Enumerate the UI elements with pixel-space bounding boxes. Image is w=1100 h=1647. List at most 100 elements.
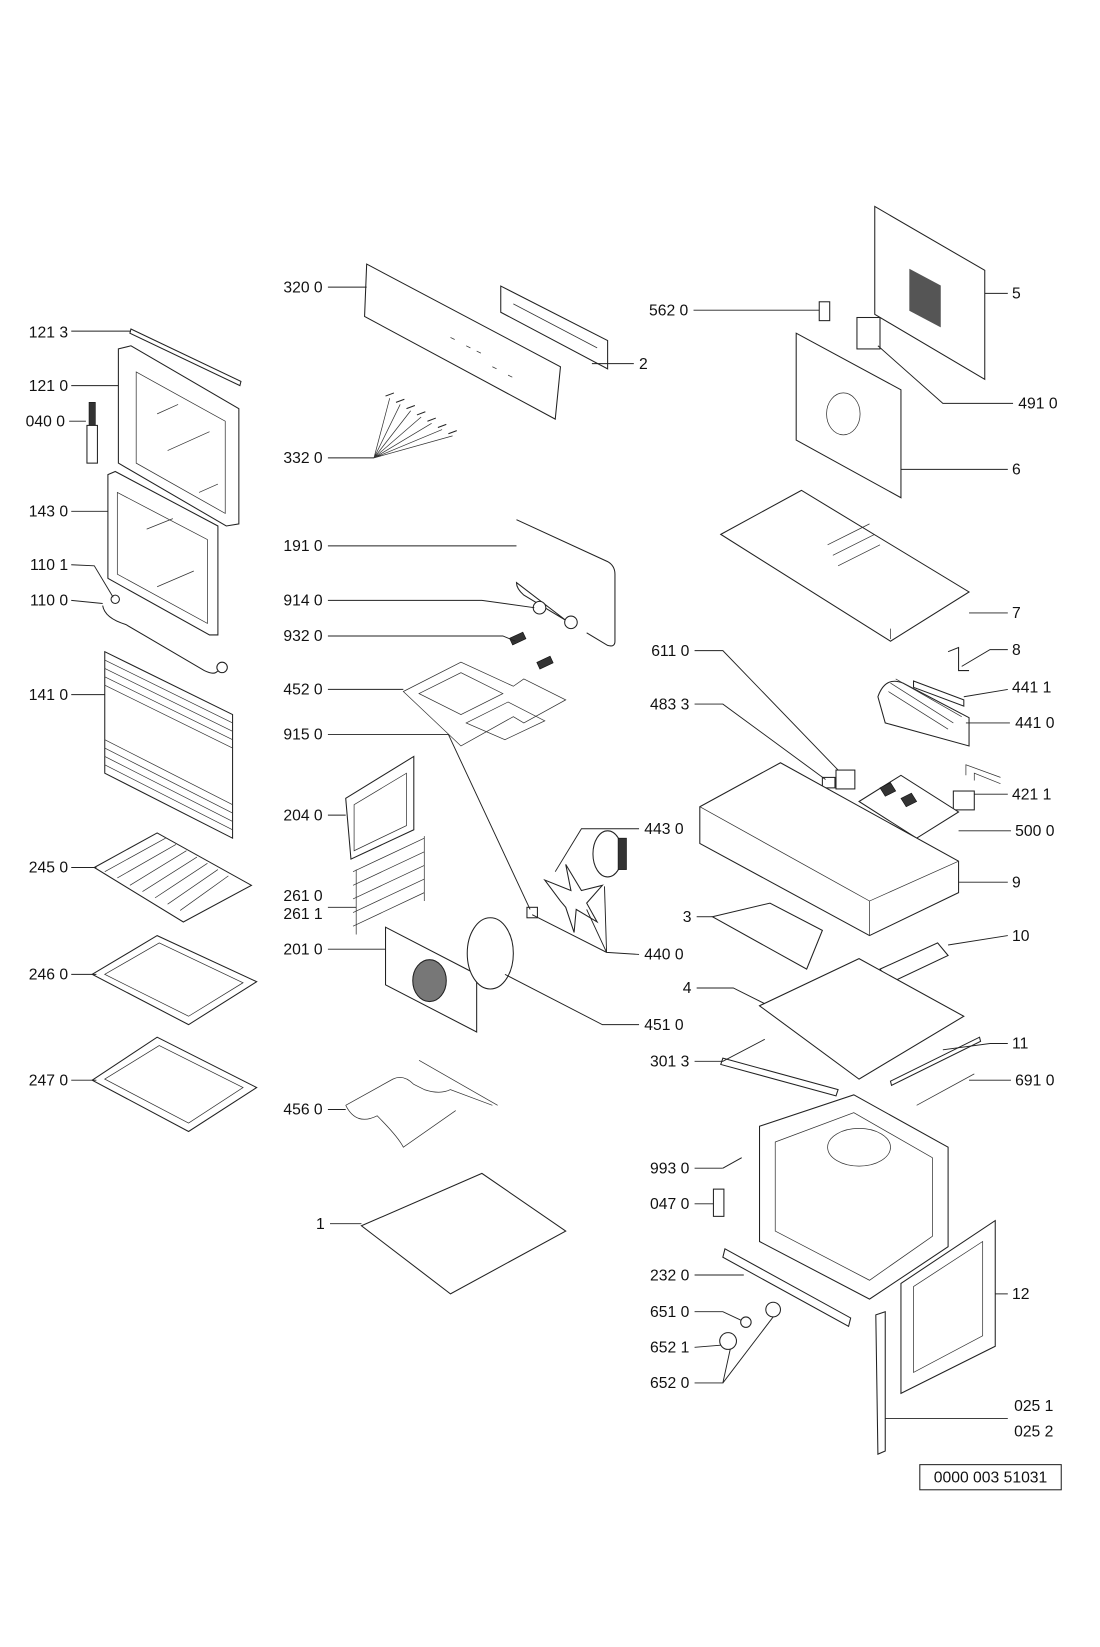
callout: 652 1 bbox=[650, 1340, 721, 1357]
part-number-label: 652 0 bbox=[650, 1375, 690, 1392]
part-door-glass bbox=[104, 650, 234, 840]
part-number-label: 691 0 bbox=[1015, 1072, 1055, 1089]
part-number-label: 320 0 bbox=[283, 279, 323, 296]
part-side-rails bbox=[352, 836, 425, 935]
callout: 11 bbox=[942, 1036, 1028, 1053]
part-top-grill-element bbox=[402, 661, 567, 747]
part-door-gasket bbox=[515, 519, 616, 647]
part-strip-11 bbox=[889, 1036, 982, 1087]
part-knobs bbox=[719, 1301, 782, 1350]
callout: 491 0 bbox=[877, 345, 1058, 413]
leader-line bbox=[327, 733, 531, 910]
part-number-label: 10 bbox=[1012, 928, 1030, 945]
callout: 483 3 bbox=[650, 696, 826, 780]
callout: 441 1 bbox=[963, 680, 1051, 698]
part-number-label: 441 0 bbox=[1015, 715, 1055, 732]
part-number-label: 121 0 bbox=[29, 378, 69, 395]
callout: 12 bbox=[995, 1286, 1029, 1303]
part-side-strip-025 bbox=[875, 1310, 886, 1455]
part-number-label: 993 0 bbox=[650, 1160, 690, 1177]
part-strip-232 bbox=[722, 1248, 852, 1328]
part-number-label: 12 bbox=[1012, 1286, 1029, 1303]
part-number-label: 491 0 bbox=[1018, 396, 1058, 413]
callout: 451 0 bbox=[504, 973, 684, 1034]
part-number-label: 261 1 bbox=[283, 906, 322, 923]
part-control-panel bbox=[364, 263, 562, 420]
callout: 7 bbox=[969, 605, 1021, 622]
part-number-label: 3 bbox=[683, 909, 692, 926]
part-back-panel-fan bbox=[385, 926, 478, 1033]
part-sensor-691 bbox=[916, 1073, 975, 1106]
callout: 993 0 bbox=[650, 1160, 723, 1177]
callout: 246 0 bbox=[29, 967, 97, 984]
leader-line bbox=[71, 599, 103, 604]
callout: 9 bbox=[958, 874, 1021, 891]
leader-line bbox=[327, 599, 535, 609]
part-number-label: 141 0 bbox=[29, 687, 69, 704]
callout: 201 0 bbox=[283, 941, 386, 958]
callout: 5 bbox=[984, 286, 1021, 303]
part-fan-bracket bbox=[913, 680, 965, 707]
leader-line bbox=[531, 914, 640, 955]
part-plate-3 bbox=[710, 902, 824, 970]
callout: 651 0 bbox=[650, 1304, 741, 1321]
callout: 421 1 bbox=[974, 786, 1051, 803]
callout: 4 bbox=[683, 980, 765, 1005]
part-number-label: 191 0 bbox=[283, 538, 323, 555]
leader-line bbox=[722, 1316, 774, 1384]
leader-line bbox=[963, 688, 1008, 698]
callout: 8 bbox=[961, 642, 1021, 667]
part-number-label: 9 bbox=[1012, 874, 1021, 891]
leader-line bbox=[327, 635, 516, 642]
callout: 440 0 bbox=[531, 886, 684, 964]
part-oven-rack bbox=[93, 832, 253, 923]
reference-code-box: 0000 003 51031 bbox=[919, 1464, 1062, 1491]
callout: 500 0 bbox=[958, 823, 1055, 840]
callout: 1 bbox=[316, 1216, 362, 1233]
part-number-label: 652 1 bbox=[650, 1340, 689, 1357]
callout: 110 0 bbox=[30, 593, 103, 610]
part-number-label: 611 0 bbox=[651, 643, 689, 660]
callout: 456 0 bbox=[283, 1102, 346, 1119]
leader-line bbox=[961, 649, 1008, 667]
leader-line bbox=[694, 1311, 741, 1321]
part-bracket-8 bbox=[947, 646, 970, 672]
callout: 121 0 bbox=[29, 378, 119, 395]
leader-line bbox=[694, 1349, 731, 1384]
callout: 025 2 bbox=[885, 1418, 1053, 1440]
leader-line bbox=[694, 703, 826, 780]
part-number-label: 483 3 bbox=[650, 696, 690, 713]
callout: 6 bbox=[900, 462, 1021, 479]
callout: 301 3 bbox=[650, 1038, 765, 1071]
part-number-label: 301 3 bbox=[650, 1054, 690, 1071]
leader-line bbox=[948, 935, 1008, 946]
leader-line bbox=[942, 1043, 1008, 1051]
callout: 915 0 bbox=[283, 727, 531, 910]
callout: 047 0 bbox=[650, 1196, 714, 1213]
leader-line bbox=[694, 1344, 721, 1348]
part-number-label: 4 bbox=[683, 980, 692, 997]
part-number-label: 6 bbox=[1012, 462, 1021, 479]
part-inner-door bbox=[107, 470, 219, 636]
part-number-label: 247 0 bbox=[29, 1072, 69, 1089]
callout: 110 1 bbox=[30, 557, 114, 598]
part-number-label: 1 bbox=[316, 1216, 325, 1233]
part-number-label: 204 0 bbox=[283, 807, 323, 824]
part-door-hinge bbox=[86, 402, 98, 464]
part-cable-421 bbox=[952, 764, 1001, 811]
part-number-label: 914 0 bbox=[283, 593, 323, 610]
callout: 332 0 bbox=[283, 450, 374, 467]
part-rear-wall bbox=[795, 332, 902, 499]
part-number-label: 121 3 bbox=[29, 324, 69, 341]
part-number-label: 915 0 bbox=[283, 727, 323, 744]
callout: 247 0 bbox=[29, 1072, 97, 1089]
callout: 191 0 bbox=[283, 538, 517, 555]
part-number-label: 11 bbox=[1012, 1036, 1028, 1053]
part-oven-cavity bbox=[759, 1094, 949, 1300]
part-number-label: 651 0 bbox=[650, 1304, 690, 1321]
part-hinge-047 bbox=[712, 1188, 725, 1217]
part-number-label: 110 0 bbox=[30, 593, 68, 610]
parts bbox=[86, 205, 1001, 1455]
